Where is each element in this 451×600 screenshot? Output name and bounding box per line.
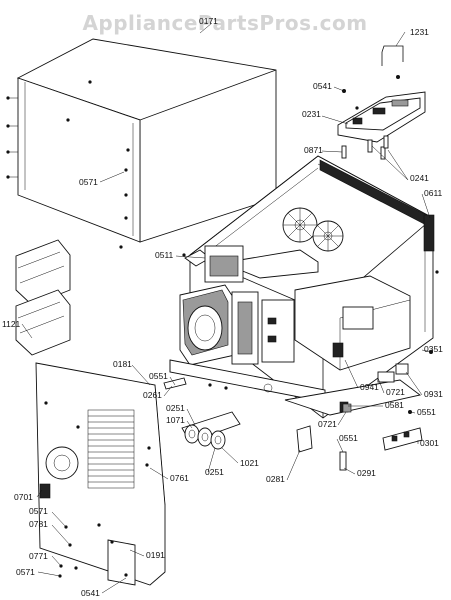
part-callout-0761: 0761 xyxy=(170,473,189,483)
part-callout-0941: 0941 xyxy=(360,382,379,392)
vent-grilles xyxy=(15,239,71,356)
part-callout-0931: 0931 xyxy=(424,389,443,399)
part-callout-0291: 0291 xyxy=(357,468,376,478)
transformer xyxy=(179,284,236,366)
part-callout-0171: 0171 xyxy=(199,16,218,26)
part-callout-0301: 0301 xyxy=(420,438,439,448)
part-callout-0191: 0191 xyxy=(146,550,165,560)
part-callout-0261: 0261 xyxy=(143,390,162,400)
part-callout-0581: 0581 xyxy=(385,400,404,410)
part-callout-0351: 0351 xyxy=(424,344,443,354)
stirrer-gears xyxy=(282,207,344,252)
part-callout-0231: 0231 xyxy=(302,109,321,119)
loose-parts xyxy=(163,377,423,471)
part-callout-1121: 1121 xyxy=(2,319,21,329)
part-callout-0551: 0551 xyxy=(149,371,168,381)
part-callout-0511: 0511 xyxy=(155,250,174,260)
control-board-assembly xyxy=(337,45,426,160)
part-callout-0571: 0571 xyxy=(79,177,98,187)
outer-cabinet-wrapper xyxy=(6,38,277,249)
part-callout-0551: 0551 xyxy=(417,407,436,417)
part-callout-0241: 0241 xyxy=(410,173,429,183)
filter-rolls xyxy=(181,411,241,450)
part-callout-0551: 0551 xyxy=(339,433,358,443)
part-callout-0871: 0871 xyxy=(304,145,323,155)
back-panel xyxy=(35,362,166,586)
part-callout-0181: 0181 xyxy=(113,359,132,369)
main-chassis xyxy=(169,155,439,419)
part-callout-0771: 0771 xyxy=(29,551,48,561)
part-callout-1231: 1231 xyxy=(410,27,429,37)
part-callout-0541: 0541 xyxy=(313,81,332,91)
callout-labels: 0171 1231 0541 0231 0871 0571 0241 0611 0511 1121… xyxy=(2,16,443,598)
part-callout-0541: 0541 xyxy=(81,588,100,598)
part-callout-0701: 0701 xyxy=(14,492,33,502)
part-callout-0251: 0251 xyxy=(166,403,185,413)
leader-lines xyxy=(21,22,433,594)
part-callout-0611: 0611 xyxy=(424,188,443,198)
part-callout-1071: 1071 xyxy=(166,415,185,425)
part-callout-0721: 0721 xyxy=(318,419,337,429)
part-callout-1021: 1021 xyxy=(240,458,259,468)
watermark-text: AppliancePartsPros.com xyxy=(82,11,367,35)
part-callout-0571: 0571 xyxy=(16,567,35,577)
part-callout-0281: 0281 xyxy=(266,474,285,484)
part-callout-0251: 0251 xyxy=(205,467,224,477)
part-callout-0571: 0571 xyxy=(29,506,48,516)
part-callout-0721: 0721 xyxy=(386,387,405,397)
part-callout-0781: 0781 xyxy=(29,519,48,529)
